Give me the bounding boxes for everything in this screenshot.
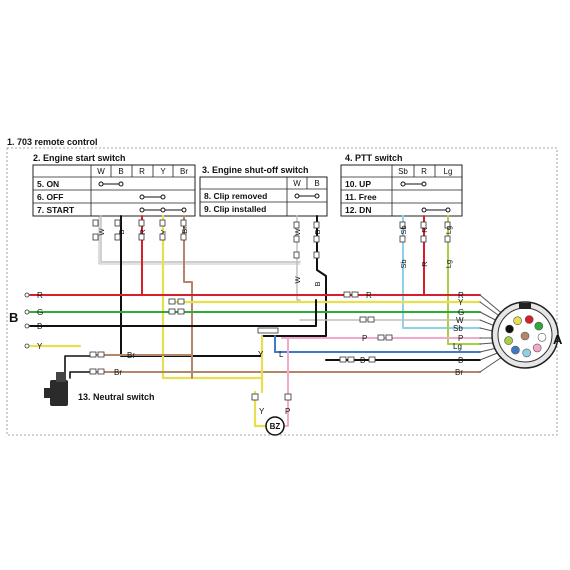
wire-neutral-1 <box>64 355 96 379</box>
right-label-w: W <box>456 316 464 325</box>
wire-start-br <box>183 215 193 379</box>
shutoff-row-clip-removed: 8. Clip removed <box>204 191 267 201</box>
connector-pin <box>532 343 542 353</box>
wire-ptt-lg <box>447 215 481 345</box>
ptt-col-sb: Sb <box>398 167 408 176</box>
shutoff-row-clip-installed: 9. Clip installed <box>204 204 266 214</box>
left-wire-labels: R G B Y <box>37 291 43 351</box>
lead-start-w: W <box>97 228 106 236</box>
lead-ptt-lg: Lg <box>444 226 453 234</box>
shutoff-col-w: W <box>293 179 301 188</box>
ptt-switch-title: 4. PTT switch <box>345 153 403 163</box>
connector-pin <box>505 324 514 334</box>
shutoff-col-b: B <box>314 179 319 188</box>
start-col-r: R <box>139 167 145 176</box>
lead-start-b: B <box>117 229 126 234</box>
engine-start-switch-table: W B R Y Br 5. ON 6. OFF 7. START <box>32 164 196 217</box>
mid-label-br-2: Br <box>114 368 122 377</box>
connector-pin <box>522 348 532 358</box>
connector-pin <box>537 332 547 342</box>
mid-label-l-relay: L <box>279 350 284 359</box>
lead-start-br: Br <box>180 226 189 234</box>
connector-b-label: B <box>9 310 18 325</box>
neutral-switch <box>44 372 68 406</box>
lead-shutoff-b-2: B <box>313 281 322 286</box>
connector-pin <box>504 336 513 345</box>
lead-ptt-lg-2: Lg <box>444 260 453 268</box>
ptt-row-free: 11. Free <box>345 192 377 202</box>
left-label-y: Y <box>37 342 43 351</box>
right-label-br: Br <box>455 368 463 377</box>
mid-label-y-relay: Y <box>258 350 264 359</box>
right-label-b: B <box>458 356 463 365</box>
right-label-r: R <box>458 291 464 300</box>
diagram-title: 1. 703 remote control <box>7 137 98 147</box>
wire-start-y <box>161 214 264 380</box>
remote-control-frame <box>6 147 558 436</box>
lead-ptt-sb-2: Sb <box>399 259 408 268</box>
switch-lead-labels: W B R Y Br W B W B Sb R Lg Sb R Lg <box>97 225 453 286</box>
right-label-sb: Sb <box>453 324 463 333</box>
buzzer-label: BZ <box>270 422 281 431</box>
wire-neutral-2 <box>69 371 96 379</box>
engine-shutoff-switch-table: W B 8. Clip removed 9. Clip installed <box>199 176 328 217</box>
right-label-lg: Lg <box>453 342 462 351</box>
ptt-row-dn: 12. DN <box>345 205 371 215</box>
ptt-switch-table: Sb R Lg 10. UP 11. Free 12. DN <box>340 164 463 217</box>
ptt-col-r: R <box>421 167 427 176</box>
lead-ptt-r-2: R <box>420 261 429 267</box>
connector-pin <box>534 321 544 331</box>
start-col-y: Y <box>160 167 166 176</box>
right-label-y: Y <box>458 298 464 307</box>
lead-shutoff-w-2: W <box>293 276 302 284</box>
start-row-off: 6. OFF <box>37 192 63 202</box>
connector-a <box>491 301 559 369</box>
start-col-w: W <box>97 167 105 176</box>
engine-start-switch-title: 2. Engine start switch <box>33 153 126 163</box>
mid-label-r: R <box>366 291 372 300</box>
wire-shutoff-w <box>296 215 301 301</box>
left-wire-ends <box>24 292 30 349</box>
lead-start-y: Y <box>159 229 168 234</box>
start-col-br: Br <box>180 167 188 176</box>
right-label-g: G <box>458 308 464 317</box>
mid-label-p: P <box>362 334 367 343</box>
connector-a-label: A <box>553 332 563 347</box>
wire-ptt-sb <box>402 215 481 329</box>
left-label-r: R <box>37 291 43 300</box>
mid-label-br-1: Br <box>127 351 135 360</box>
wire-connectors <box>89 219 451 401</box>
ptt-col-lg: Lg <box>444 167 453 176</box>
start-row-on: 5. ON <box>37 179 59 189</box>
right-label-p: P <box>458 334 463 343</box>
connector-pin <box>511 345 520 355</box>
connector-pin <box>520 331 530 341</box>
wire-start-w <box>100 215 301 263</box>
engine-shutoff-switch-title: 3. Engine shut-off switch <box>202 165 309 175</box>
lead-shutoff-b: B <box>313 229 322 234</box>
lead-start-r: R <box>138 229 147 235</box>
buzzer: BZ <box>265 416 285 436</box>
connector-pin <box>513 316 522 326</box>
lead-shutoff-w: W <box>293 228 302 236</box>
mid-label-p-bz: P <box>285 407 290 416</box>
lead-ptt-r: R <box>420 227 429 233</box>
mid-wire-labels: R Br Br Y P Y L P B <box>114 291 372 416</box>
wire-start-w-edge <box>98 215 301 265</box>
wire-b-left <box>29 299 317 327</box>
mid-label-y-bz: Y <box>259 407 265 416</box>
start-row-start: 7. START <box>37 205 75 215</box>
ptt-row-up: 10. UP <box>345 179 371 189</box>
left-label-g: G <box>37 308 43 317</box>
mid-label-b: B <box>360 356 365 365</box>
lead-ptt-sb: Sb <box>399 225 408 234</box>
right-wire-labels: R Y G W Sb P Lg B Br <box>453 291 464 377</box>
start-col-b: B <box>118 167 123 176</box>
left-label-b: B <box>37 322 42 331</box>
neutral-switch-label: 13. Neutral switch <box>78 392 155 402</box>
wire-bz-y <box>253 390 270 428</box>
connector-a-pins <box>504 315 547 358</box>
connector-pin <box>524 315 534 324</box>
